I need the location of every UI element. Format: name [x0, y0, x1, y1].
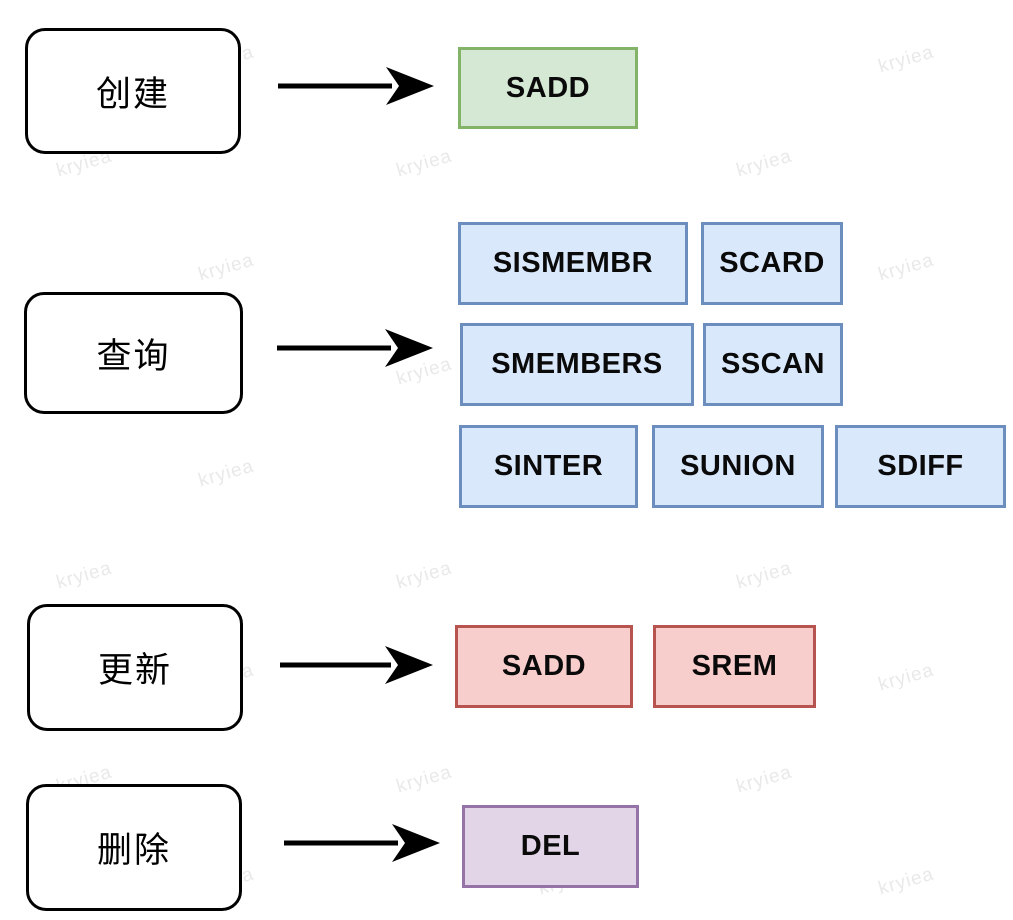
- watermark-text: kryiea: [876, 863, 937, 900]
- watermark-text: kryiea: [196, 249, 257, 286]
- cmd-label: DEL: [520, 830, 581, 862]
- node-delete: 删除: [26, 784, 242, 911]
- watermark-text: kryiea: [734, 761, 795, 798]
- watermark-text: kryiea: [394, 145, 455, 182]
- cmd-label: SREM: [691, 650, 778, 682]
- watermark-text: kryiea: [196, 455, 257, 492]
- cmd-sscan: SSCAN: [703, 323, 843, 406]
- node-update: 更新: [27, 604, 243, 731]
- node-update-label: 更新: [97, 651, 172, 690]
- watermark-text: kryiea: [876, 249, 937, 286]
- cmd-scard: SCARD: [701, 222, 843, 305]
- node-create: 创建: [25, 28, 241, 154]
- node-query: 查询: [24, 292, 243, 414]
- arrow-delete-icon: [284, 824, 440, 862]
- cmd-smembers: SMEMBERS: [460, 323, 694, 406]
- cmd-sismembr: SISMEMBR: [458, 222, 688, 305]
- cmd-sadd-update: SADD: [455, 625, 633, 708]
- node-query-label: 查询: [96, 336, 171, 376]
- node-create-label: 创建: [95, 74, 170, 114]
- cmd-label: SUNION: [680, 450, 796, 482]
- cmd-srem: SREM: [653, 625, 816, 708]
- cmd-label: SISMEMBR: [492, 247, 654, 279]
- node-delete-label: 删除: [96, 831, 171, 870]
- watermark-text: kryiea: [394, 557, 455, 594]
- cmd-sdiff: SDIFF: [835, 425, 1006, 508]
- arrow-query-icon: [277, 329, 433, 367]
- cmd-sadd-create: SADD: [458, 47, 638, 129]
- watermark-text: kryiea: [54, 557, 115, 594]
- watermark-text: kryiea: [734, 557, 795, 594]
- cmd-label: SINTER: [493, 450, 604, 482]
- watermark-text: kryiea: [876, 41, 937, 78]
- cmd-del: DEL: [462, 805, 639, 888]
- cmd-label: SADD: [501, 650, 587, 682]
- cmd-label: SSCAN: [720, 348, 825, 380]
- watermark-text: kryiea: [876, 659, 937, 696]
- cmd-label: SDIFF: [877, 450, 964, 482]
- cmd-label: SADD: [505, 71, 591, 104]
- arrow-create-icon: [278, 67, 434, 105]
- cmd-sunion: SUNION: [652, 425, 824, 508]
- watermark-text: kryiea: [394, 761, 455, 798]
- cmd-label: SCARD: [719, 247, 825, 279]
- cmd-sinter: SINTER: [459, 425, 638, 508]
- arrow-update-icon: [280, 646, 433, 684]
- cmd-label: SMEMBERS: [491, 348, 663, 380]
- watermark-text: kryiea: [734, 145, 795, 182]
